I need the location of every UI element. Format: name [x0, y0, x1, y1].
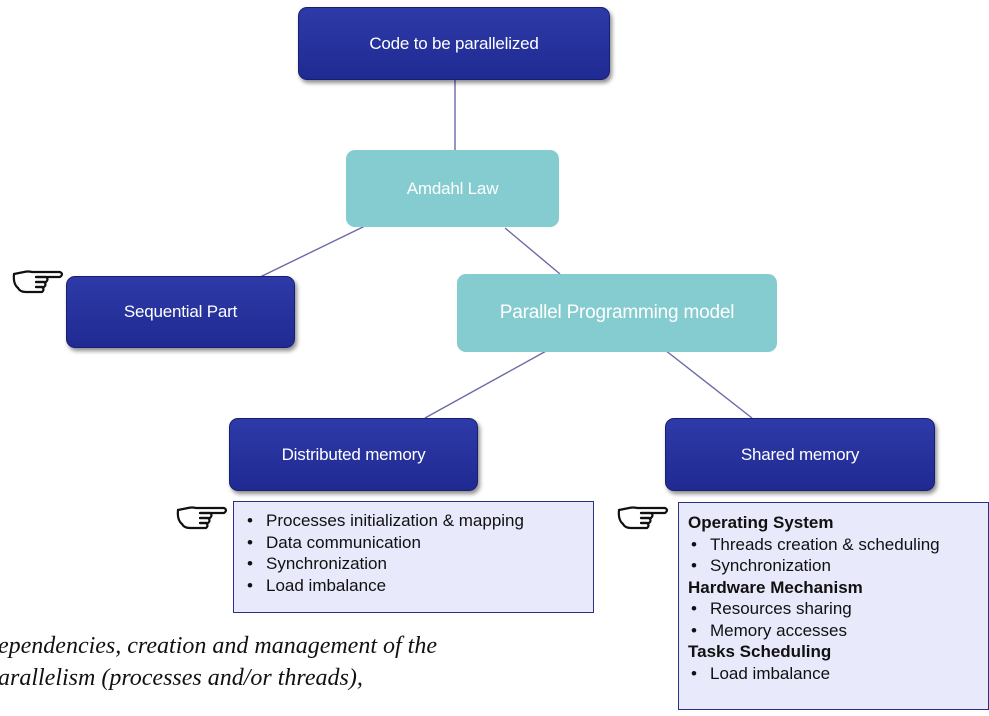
- caption-line-1: ependencies, creation and management of …: [0, 633, 437, 659]
- distributed-memory-details: Processes initialization & mapping Data …: [233, 501, 594, 613]
- shared-group-title: Tasks Scheduling: [688, 642, 832, 661]
- connector-parallel-shared: [664, 349, 753, 419]
- node-code-label: Code to be parallelized: [369, 33, 539, 53]
- distributed-item: Processes initialization & mapping: [244, 510, 583, 532]
- connector-parallel-distributed: [424, 349, 549, 419]
- caption-line-2: arallelism (processes and/or threads),: [0, 665, 363, 691]
- distributed-item: Load imbalance: [244, 575, 583, 597]
- shared-item: Threads creation & scheduling: [688, 534, 980, 556]
- shared-item: Synchronization: [688, 555, 980, 577]
- pointing-hand-icon: [12, 270, 64, 294]
- shared-group-title: Operating System: [688, 513, 834, 532]
- node-code-to-be-parallelized: Code to be parallelized: [298, 7, 610, 80]
- node-sequential-label: Sequential Part: [123, 302, 238, 321]
- pointing-hand-icon: [176, 506, 228, 530]
- node-parallel-model-label: Parallel Programming model: [499, 302, 735, 323]
- node-sequential-part: Sequential Part: [66, 276, 295, 348]
- node-amdahl-law: Amdahl Law: [346, 150, 559, 227]
- distributed-item: Synchronization: [244, 553, 583, 575]
- shared-memory-details: Operating System Threads creation & sche…: [678, 502, 989, 710]
- connector-amdahl-parallel: [504, 227, 561, 275]
- node-shared-memory: Shared memory: [665, 418, 935, 491]
- shared-group-title: Hardware Mechanism: [688, 577, 863, 597]
- shared-item: Resources sharing: [688, 598, 980, 620]
- node-distributed-label: Distributed memory: [281, 444, 426, 464]
- shared-item: Load imbalance: [688, 663, 980, 685]
- node-parallel-programming-model: Parallel Programming model: [457, 274, 777, 352]
- shared-item: Memory accesses: [688, 620, 980, 642]
- node-amdahl-label: Amdahl Law: [406, 178, 499, 198]
- connector-amdahl-sequential: [257, 225, 366, 279]
- caption-text: ependencies, creation and management of …: [0, 630, 640, 694]
- node-distributed-memory: Distributed memory: [229, 418, 478, 491]
- pointing-hand-icon: [617, 506, 669, 530]
- distributed-item: Data communication: [244, 532, 583, 554]
- node-shared-label: Shared memory: [740, 444, 860, 464]
